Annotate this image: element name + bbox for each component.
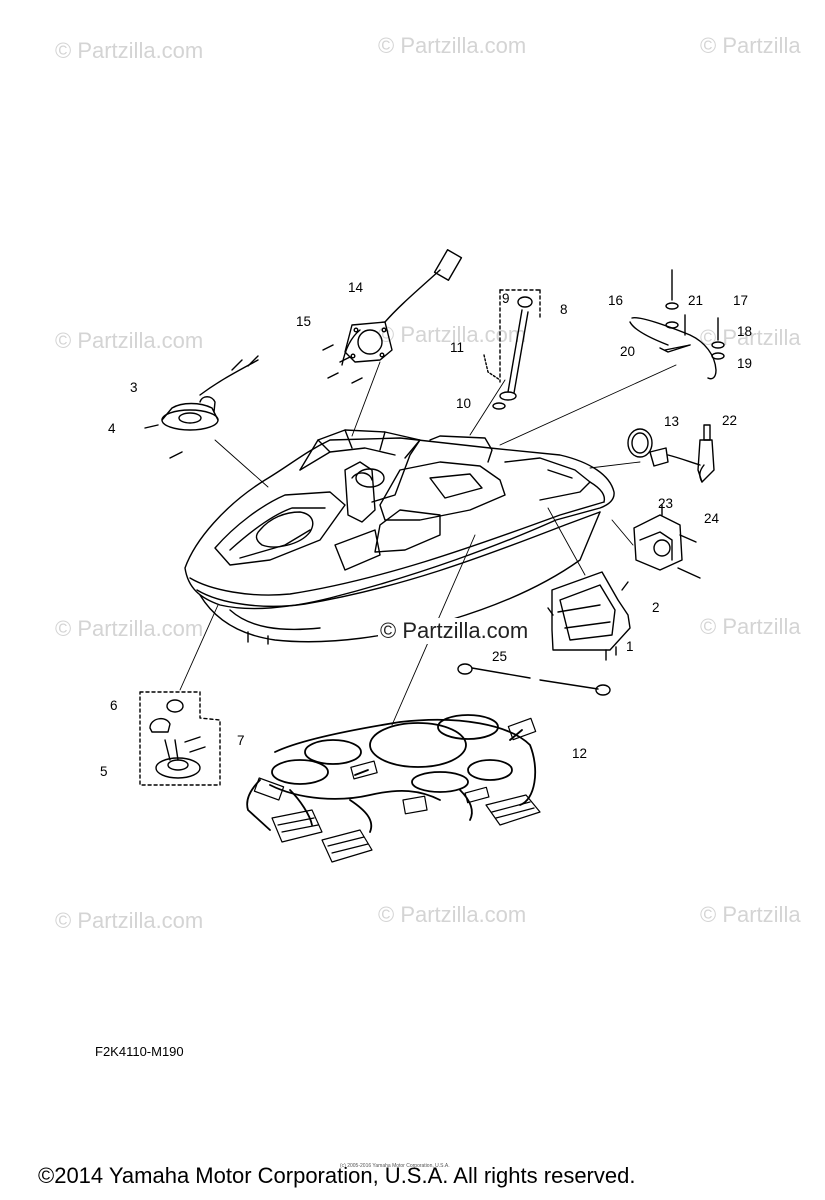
- callout-12: 12: [572, 746, 587, 761]
- part-1-tray: [547, 571, 631, 661]
- watermark: © Partzilla: [700, 614, 801, 639]
- tiny-copyright: (c) 2005-2016 Yamaha Motor Corporation, …: [340, 1163, 450, 1169]
- watermark: © Partzilla.com: [378, 322, 527, 347]
- harness-connectors: [253, 717, 541, 863]
- leader-lines: [179, 361, 677, 726]
- watermark: © Partzilla: [700, 33, 801, 58]
- callout-20: 20: [620, 344, 635, 359]
- callout-24: 24: [704, 511, 720, 526]
- callout-15: 15: [296, 314, 311, 329]
- callout-3: 3: [130, 380, 138, 395]
- watermark: © Partzilla.com: [378, 33, 527, 58]
- part-5-group: [139, 691, 221, 786]
- callout-1: 1: [626, 639, 634, 654]
- callout-14: 14: [348, 280, 364, 295]
- callout-6: 6: [110, 698, 118, 713]
- callout-10: 10: [456, 396, 471, 411]
- watermark: © Partzilla.com: [55, 328, 204, 353]
- callout-4: 4: [108, 421, 116, 436]
- watermark: © Partzilla.com: [378, 902, 527, 927]
- boat-hull: [184, 429, 615, 645]
- callout-labels: 1 2 3 4 5 6 7 8 9 10 11 12 13 14 15 16 1…: [100, 280, 752, 779]
- callout-13: 13: [664, 414, 679, 429]
- part-25-cable: [457, 663, 611, 696]
- part-3-speaker: [144, 355, 259, 459]
- callout-18: 18: [737, 324, 752, 339]
- callout-11: 11: [450, 340, 464, 355]
- watermark: © Partzilla.com: [55, 38, 204, 63]
- watermark: © Partzilla.com: [55, 908, 204, 933]
- callout-9: 9: [502, 291, 510, 306]
- part-23-box: [633, 504, 701, 579]
- callout-5: 5: [100, 764, 108, 779]
- callout-16: 16: [608, 293, 623, 308]
- watermark: © Partzilla: [700, 325, 801, 350]
- part-8-rod: [483, 289, 541, 410]
- callout-7: 7: [237, 733, 245, 748]
- callout-2: 2: [652, 600, 660, 615]
- part-16-rail: [629, 269, 725, 380]
- copyright-footer: ©2014 Yamaha Motor Corporation, U.S.A. A…: [38, 1163, 636, 1188]
- part-13-22-sensor: [627, 424, 715, 483]
- part-14-plate: [322, 249, 463, 384]
- callout-22: 22: [722, 413, 737, 428]
- callout-19: 19: [737, 356, 752, 371]
- callout-8: 8: [560, 302, 568, 317]
- watermark: © Partzilla: [700, 902, 801, 927]
- callout-21: 21: [688, 293, 703, 308]
- center-watermark: © Partzilla.com: [378, 618, 531, 644]
- part-12-harness: [246, 714, 537, 833]
- callout-23: 23: [658, 496, 673, 511]
- watermark: © Partzilla.com: [55, 616, 204, 641]
- callout-17: 17: [733, 293, 748, 308]
- callout-25: 25: [492, 649, 507, 664]
- diagram-code: F2K4110-M190: [95, 1044, 184, 1059]
